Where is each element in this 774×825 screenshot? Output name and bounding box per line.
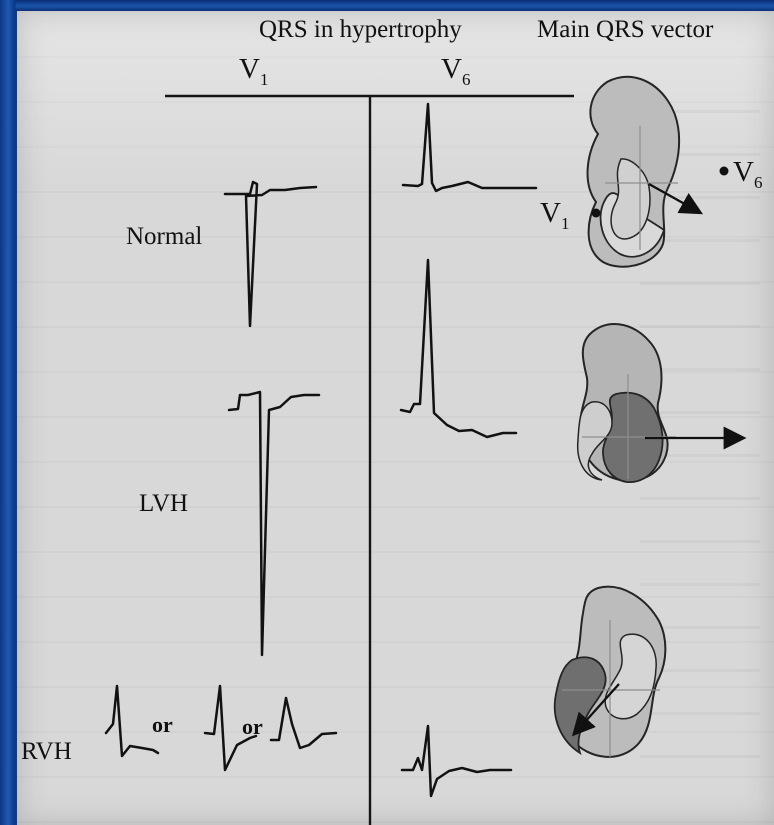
lvh-row-label: LVH (139, 491, 188, 516)
normal-vector-heart (588, 77, 729, 267)
normal-row-label: Normal (126, 224, 202, 249)
lvh-v6-waveform (401, 260, 516, 437)
vector-v6-letter: V (733, 156, 754, 188)
lead-v6-subscript: 6 (462, 70, 471, 89)
rvh-row-label: RVH (21, 739, 72, 764)
lvh-vector-heart (578, 324, 742, 482)
normal-v6-waveform (403, 104, 536, 191)
lead-v1-letter: V (239, 53, 260, 85)
rvh-vector-heart (555, 587, 666, 757)
vector-column-title: Main QRS vector (537, 17, 713, 42)
vector-v6-label: V6 (733, 158, 762, 191)
lead-v6-letter: V (441, 53, 462, 85)
or-label-1: or (152, 714, 173, 736)
vector-v1-letter: V (540, 197, 561, 229)
lvh-v1-waveform (229, 392, 319, 655)
normal-v1-waveform (225, 182, 316, 326)
rvh-v1-waveform-3 (271, 698, 336, 748)
vector-v1-subscript: 1 (561, 214, 570, 233)
rvh-v6-waveform (402, 726, 511, 796)
lead-v6-label: V6 (441, 55, 470, 88)
lead-v1-label: V1 (239, 55, 268, 88)
qrs-column-title: QRS in hypertrophy (259, 17, 462, 42)
vector-v1-label: V1 (540, 199, 569, 232)
lead-v1-subscript: 1 (260, 70, 269, 89)
rvh-v1-waveform-1 (106, 686, 158, 756)
or-label-2: or (242, 716, 263, 738)
vector-v6-subscript: 6 (754, 173, 763, 192)
